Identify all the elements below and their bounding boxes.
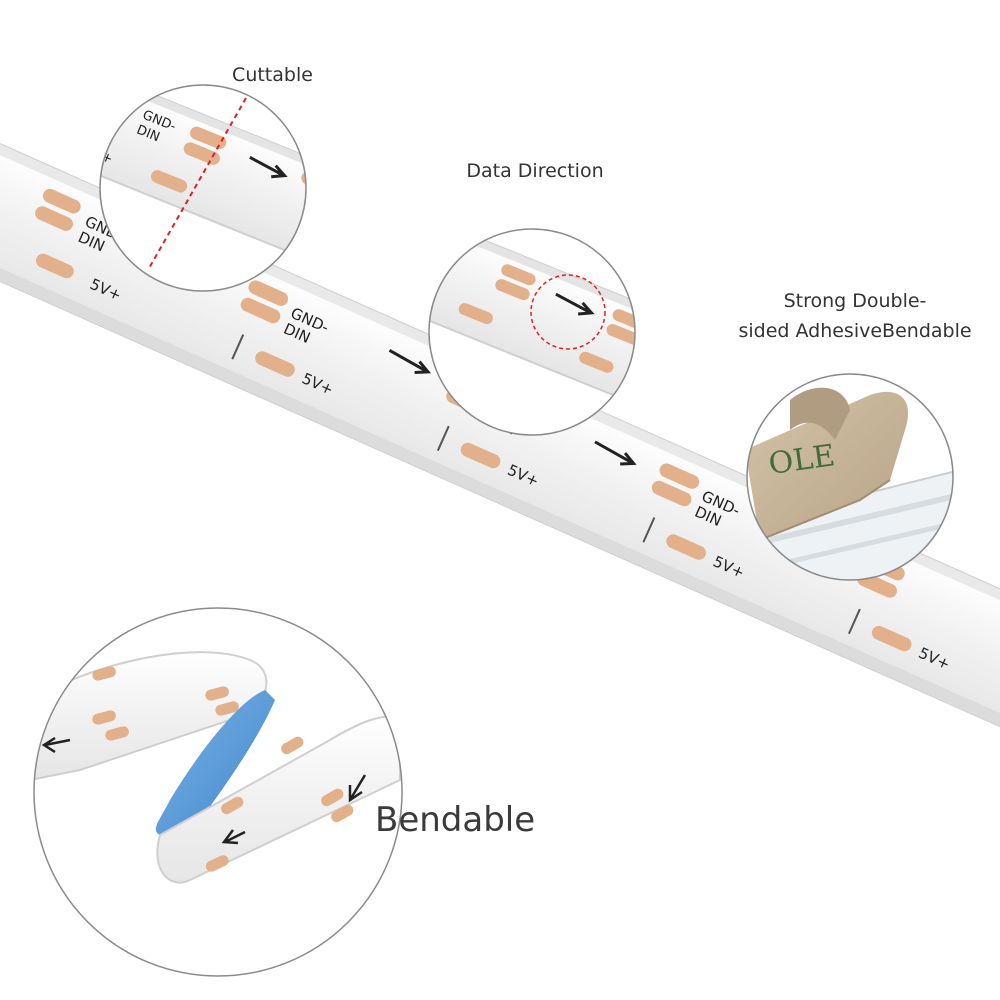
dashed-circle-highlight — [530, 274, 606, 350]
cuttable-label: Cuttable — [232, 64, 313, 86]
adhesive-label: Strong Double- sided AdhesiveBendable — [725, 286, 985, 346]
adhesive-label-line2: sided AdhesiveBendable — [738, 320, 972, 342]
bendable-detail-circle — [33, 607, 403, 977]
adhesive-label-line1: Strong Double- — [783, 290, 927, 312]
data-direction-label: Data Direction — [466, 160, 604, 182]
bendable-label: Bendable — [375, 800, 536, 840]
strip-segment: GND- DIN 5V+ — [594, 440, 747, 582]
dashed-cut-line — [147, 97, 247, 271]
